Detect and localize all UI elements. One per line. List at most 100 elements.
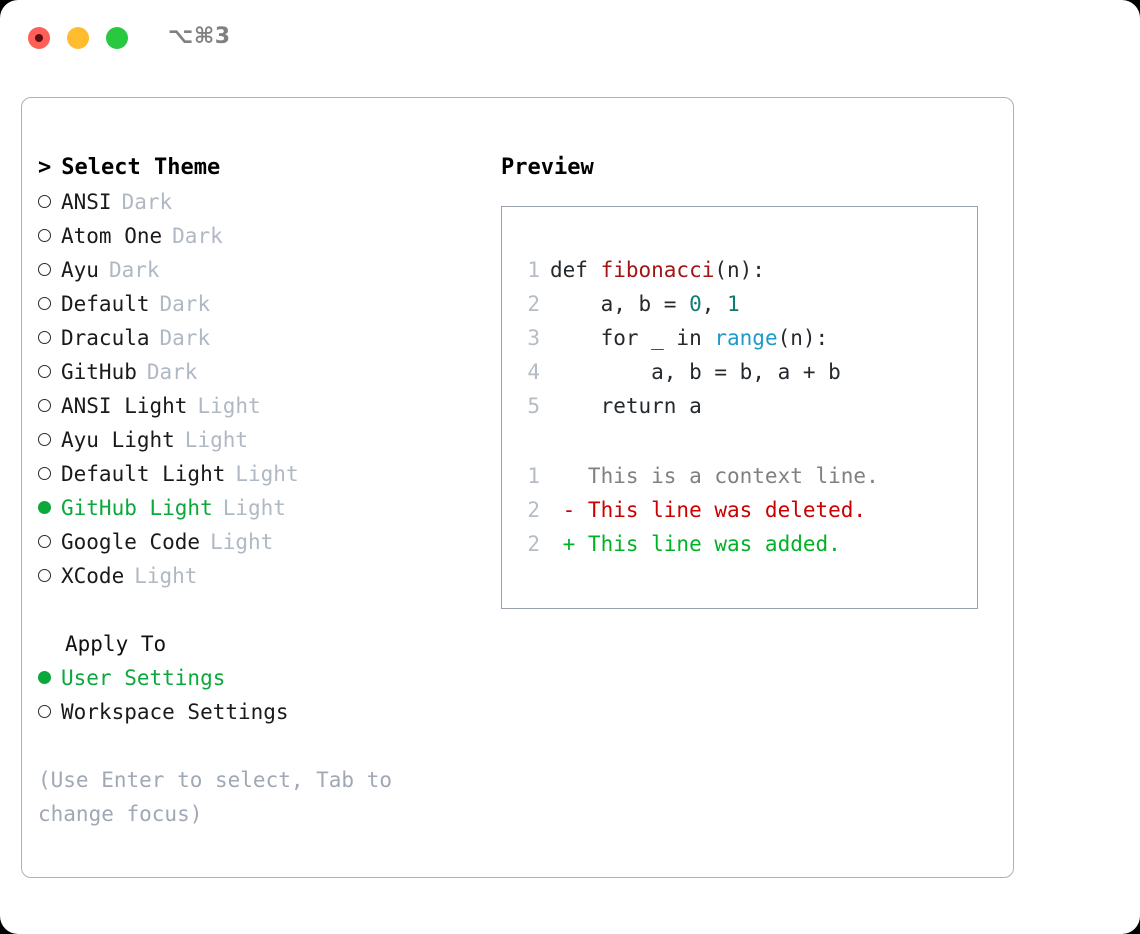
- caret-icon: >: [38, 155, 52, 180]
- code-token: (n):: [777, 326, 829, 350]
- radio-unselected-icon[interactable]: [38, 398, 51, 412]
- line-number: 1: [527, 464, 540, 488]
- line-number: 2: [527, 498, 540, 522]
- theme-name: GitHub Light: [61, 496, 213, 520]
- theme-variant-tag: Light: [197, 394, 261, 418]
- code-line: 5 return a: [518, 389, 969, 423]
- code-diff-separator: [518, 423, 969, 459]
- theme-variant-tag: Light: [184, 428, 249, 452]
- title-bar: ⌥⌘3: [0, 0, 1140, 78]
- theme-list-item[interactable]: Ayu Light Light: [38, 423, 478, 457]
- code-token: def: [550, 258, 601, 282]
- theme-variant-tag: Light: [222, 496, 286, 520]
- code-token: ,: [701, 292, 728, 316]
- theme-name: ANSI Light: [61, 394, 188, 418]
- code-token: (n):: [714, 258, 765, 282]
- theme-variant-tag: Light: [210, 530, 274, 554]
- radio-unselected-icon[interactable]: [38, 466, 51, 480]
- radio-unselected-icon[interactable]: [38, 568, 51, 582]
- radio-unselected-icon[interactable]: [38, 194, 51, 208]
- diff-line-text: - This line was deleted.: [550, 498, 867, 522]
- radio-unselected-icon[interactable]: [38, 432, 51, 446]
- theme-name: Ayu Light: [61, 428, 175, 452]
- radio-unselected-icon[interactable]: [38, 364, 51, 378]
- code-line: 2 a, b = 0, 1: [518, 287, 969, 321]
- diff-line-text: + This line was added.: [550, 532, 841, 556]
- theme-variant-tag: Dark: [121, 190, 173, 214]
- radio-unselected-icon[interactable]: [38, 534, 51, 548]
- traffic-lights: [28, 27, 128, 49]
- radio-unselected-icon[interactable]: [38, 296, 51, 310]
- diff-line-text: This is a context line.: [550, 464, 879, 488]
- diff-line: 2 + This line was added.: [518, 527, 969, 561]
- line-number: 3: [527, 326, 540, 350]
- theme-variant-tag: Light: [134, 564, 198, 588]
- code-line: 3 for _ in range(n):: [518, 321, 969, 355]
- code-token: a, b = b, a + b: [550, 360, 841, 384]
- theme-name: Default: [61, 292, 150, 316]
- close-button-icon[interactable]: [28, 27, 50, 49]
- theme-variant-tag: Dark: [146, 360, 198, 384]
- preview-title: Preview: [501, 155, 594, 180]
- line-number: 2: [527, 292, 540, 316]
- diff-line: 1 This is a context line.: [518, 459, 969, 493]
- apply-to-label: User Settings: [61, 666, 226, 690]
- theme-name: ANSI: [61, 190, 112, 214]
- line-number: 1: [527, 258, 540, 282]
- theme-list-item[interactable]: XCode Light: [38, 559, 478, 593]
- theme-name: GitHub: [61, 360, 137, 384]
- theme-list-item[interactable]: Dracula Dark: [38, 321, 478, 355]
- page-title: Select Theme: [61, 155, 221, 180]
- code-token: range: [714, 326, 778, 350]
- line-number: 4: [527, 360, 540, 384]
- theme-list-item[interactable]: ANSI Dark: [38, 185, 478, 219]
- diff-line: 2 - This line was deleted.: [518, 493, 969, 527]
- radio-unselected-icon[interactable]: [38, 228, 51, 242]
- theme-name: Ayu: [61, 258, 99, 282]
- keyboard-shortcut-label: ⌥⌘3: [168, 24, 231, 49]
- theme-list-item[interactable]: Google Code Light: [38, 525, 478, 559]
- radio-selected-icon[interactable]: [38, 670, 51, 684]
- theme-name: Dracula: [61, 326, 150, 350]
- code-token: 1: [727, 292, 740, 316]
- code-line: 1 def fibonacci(n):: [518, 253, 969, 287]
- theme-name: Default Light: [61, 462, 226, 486]
- code-token: a, b =: [550, 292, 690, 316]
- theme-picker-heading: > Select Theme: [38, 151, 478, 185]
- code-token: return a: [550, 394, 702, 418]
- apply-to-label: Workspace Settings: [61, 700, 289, 724]
- line-number: 2: [527, 532, 540, 556]
- theme-variant-tag: Dark: [159, 326, 211, 350]
- code-token: for _ in: [550, 326, 715, 350]
- radio-unselected-icon[interactable]: [38, 262, 51, 276]
- theme-name: XCode: [61, 564, 125, 588]
- code-line: 4 a, b = b, a + b: [518, 355, 969, 389]
- theme-name: Google Code: [61, 530, 201, 554]
- radio-unselected-icon[interactable]: [38, 704, 51, 718]
- code-token: fibonacci: [600, 258, 715, 282]
- minimize-button-icon[interactable]: [67, 27, 89, 49]
- radio-unselected-icon[interactable]: [38, 330, 51, 344]
- apply-to-option[interactable]: Workspace Settings: [38, 695, 478, 729]
- theme-list-item[interactable]: ANSI Light Light: [38, 389, 478, 423]
- theme-list-item[interactable]: Ayu Dark: [38, 253, 478, 287]
- maximize-button-icon[interactable]: [106, 27, 128, 49]
- theme-list-item[interactable]: GitHub Light Light: [38, 491, 478, 525]
- apply-to-option[interactable]: User Settings: [38, 661, 478, 695]
- theme-variant-tag: Dark: [108, 258, 160, 282]
- radio-selected-icon[interactable]: [38, 500, 51, 514]
- theme-list-item[interactable]: GitHub Dark: [38, 355, 478, 389]
- line-number: 5: [527, 394, 540, 418]
- spacer: [38, 593, 478, 627]
- apply-to-heading: Apply To: [65, 632, 167, 656]
